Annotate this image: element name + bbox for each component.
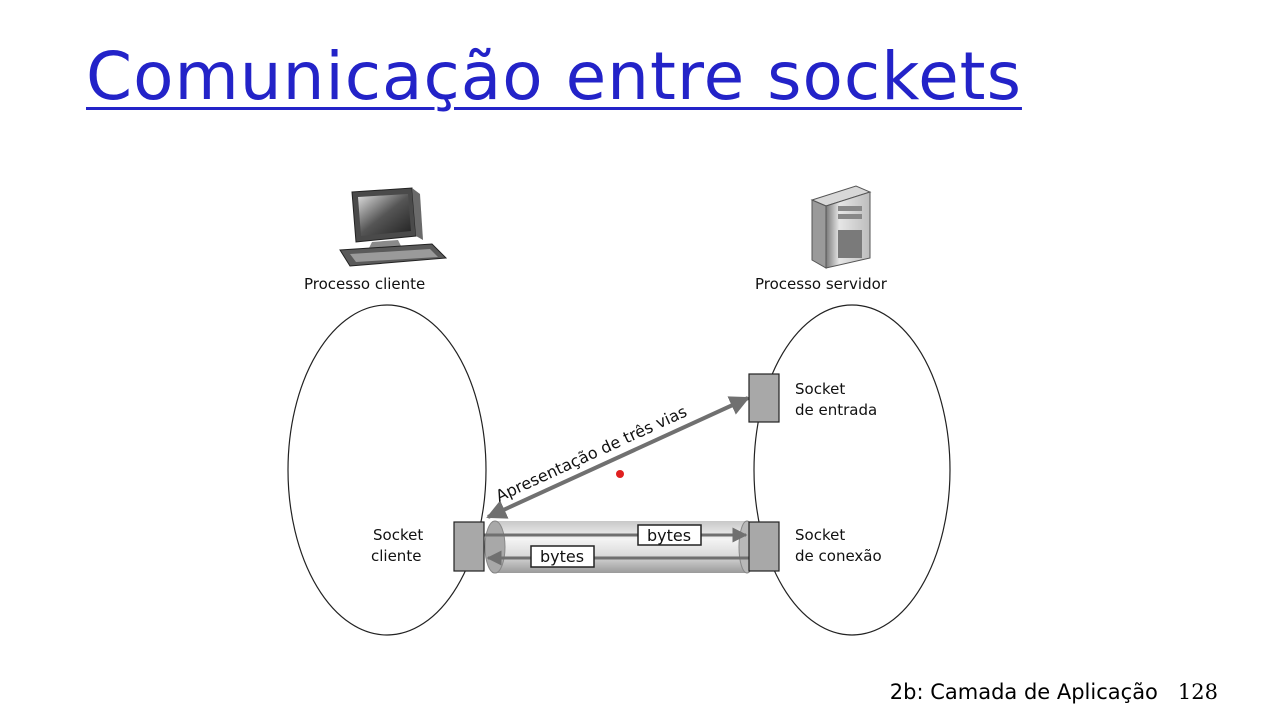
welcome-socket-box: [748, 373, 780, 423]
client-socket-label-1: Socket: [373, 526, 423, 544]
chapter-label: 2b: Camada de Aplicação: [889, 680, 1158, 704]
client-process-label: Processo cliente: [304, 275, 425, 293]
page-number: 128: [1177, 680, 1218, 704]
slide-footer: 2b: Camada de Aplicação 128: [890, 680, 1218, 704]
client-process-ellipse: [287, 304, 487, 636]
welcome-socket-label-2: de entrada: [795, 401, 877, 419]
handshake-arrow: [486, 396, 750, 519]
bytes-box-to-server: bytes: [637, 524, 702, 546]
connection-socket-box: [748, 521, 780, 572]
client-socket-label-2: cliente: [371, 547, 421, 565]
welcome-socket-label-1: Socket: [795, 380, 845, 398]
server-process-label: Processo servidor: [755, 275, 888, 293]
bytes-label-to-client: bytes: [540, 547, 584, 566]
connection-socket-label-2: de conexão: [795, 547, 882, 565]
page-title: Comunicação entre sockets: [86, 38, 1022, 115]
server-process-ellipse: [753, 304, 951, 636]
server-tower-icon: [810, 185, 872, 269]
connection-socket-label-1: Socket: [795, 526, 845, 544]
tcp-connection-tube: [484, 520, 756, 574]
bytes-label-to-server: bytes: [647, 526, 691, 545]
pointer-dot: [616, 470, 624, 478]
desktop-computer-icon: [339, 187, 448, 267]
client-socket-box: [453, 521, 485, 572]
handshake-label: Apresentação de três vias: [493, 402, 690, 506]
bytes-box-to-client: bytes: [530, 545, 595, 568]
